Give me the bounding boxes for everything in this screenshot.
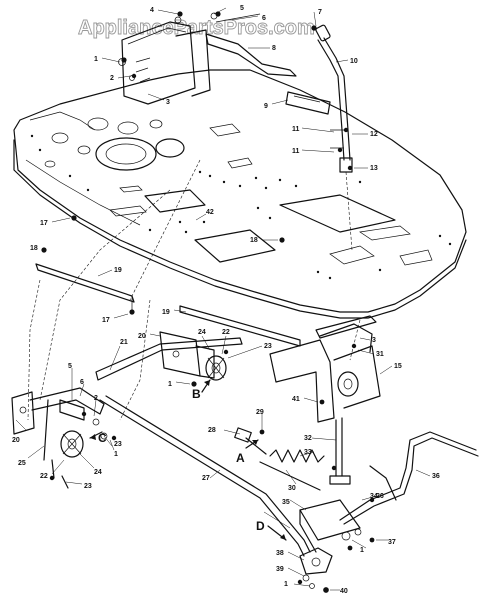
part-label-39: 39 — [276, 566, 284, 573]
part-label-26: 26 — [376, 493, 384, 500]
leader-lines — [15, 7, 431, 591]
part-label-23: 23 — [84, 483, 92, 490]
right-lift-rod — [339, 431, 479, 525]
callout-b: B — [192, 387, 201, 401]
callout-a: A — [236, 451, 245, 465]
part-label-22: 22 — [222, 329, 230, 336]
part-label-28: 28 — [208, 427, 216, 434]
adjust-knob-hardware — [299, 547, 333, 593]
callout-arrows — [89, 379, 287, 541]
part-label-6: 6 — [80, 379, 84, 386]
part-label-1: 1 — [168, 381, 172, 388]
part-label-22: 22 — [40, 473, 48, 480]
part-label-41: 41 — [292, 396, 300, 403]
routing-lines — [27, 159, 361, 421]
part-label-25: 25 — [18, 460, 26, 467]
part-label-18: 18 — [30, 245, 38, 252]
linkage-bar — [95, 337, 243, 381]
callout-d: D — [256, 519, 265, 533]
part-label-30: 30 — [288, 485, 296, 492]
part-label-19: 19 — [162, 309, 170, 316]
part-label-17: 17 — [40, 220, 48, 227]
part-label-33: 33 — [304, 449, 312, 456]
part-label-10: 10 — [350, 58, 358, 65]
part-label-20: 20 — [12, 437, 20, 444]
callout-c: C — [98, 431, 107, 445]
part-label-38: 38 — [276, 550, 284, 557]
vertical-rod — [329, 417, 351, 485]
part-label-5: 5 — [68, 363, 72, 370]
part-label-29: 29 — [256, 409, 264, 416]
part-label-15: 15 — [394, 363, 402, 370]
part-label-31: 31 — [376, 351, 384, 358]
right-bellcrank — [269, 315, 381, 423]
tension-spring — [234, 427, 325, 463]
part-label-13: 13 — [370, 165, 378, 172]
slotted-plate — [285, 91, 331, 115]
part-label-40: 40 — [340, 588, 348, 595]
part-label-21: 21 — [120, 339, 128, 346]
fastener-dots — [41, 11, 375, 593]
part-label-42: 42 — [206, 209, 214, 216]
part-label-19: 19 — [114, 267, 122, 274]
deck-plate — [13, 69, 467, 319]
watermark-text: AppliancePartsPros.com — [78, 17, 315, 39]
part-label-1: 1 — [94, 56, 98, 63]
part-label-23: 23 — [114, 441, 122, 448]
part-label-4: 4 — [150, 7, 154, 14]
part-label-8: 8 — [272, 45, 276, 52]
part-label-2: 2 — [94, 395, 98, 402]
part-label-24: 24 — [198, 329, 206, 336]
part-label-20: 20 — [138, 333, 146, 340]
part-label-1: 1 — [284, 581, 288, 588]
part-label-2: 2 — [110, 75, 114, 82]
part-label-12: 12 — [370, 131, 378, 138]
part-label-9: 9 — [264, 103, 268, 110]
part-label-5: 5 — [240, 5, 244, 12]
part-labels: 4 5 6 7 1 2 3 8 9 10 11 12 11 13 17 42 1… — [12, 5, 440, 595]
part-label-35: 35 — [282, 499, 290, 506]
part-label-34: 34 — [370, 493, 378, 500]
pivot-bracket-b — [159, 331, 215, 379]
slotted-plate-slot — [293, 95, 321, 103]
deck-hanger-right — [179, 305, 301, 347]
part-label-11: 11 — [292, 148, 300, 155]
lift-lever-rod — [315, 24, 353, 251]
left-pivot-bracket — [11, 387, 105, 461]
part-label-32: 32 — [304, 435, 312, 442]
pivot-hardware-c — [51, 399, 108, 489]
sprocket-b — [205, 355, 227, 381]
part-label-24: 24 — [94, 469, 102, 476]
sprocket-c — [60, 430, 84, 458]
part-label-3: 3 — [166, 99, 170, 106]
seat-hinge-bracket — [118, 12, 218, 105]
link-bracket-d — [299, 499, 362, 553]
part-label-23: 23 — [264, 343, 272, 350]
part-label-3: 3 — [372, 337, 376, 344]
part-label-37: 37 — [388, 539, 396, 546]
deck-hanger-left — [35, 263, 135, 303]
part-label-7: 7 — [318, 9, 322, 16]
part-label-1: 1 — [114, 451, 118, 458]
part-label-18: 18 — [250, 237, 258, 244]
part-label-27: 27 — [202, 475, 210, 482]
part-label-36: 36 — [432, 473, 440, 480]
part-label-17: 17 — [102, 317, 110, 324]
part-label-11: 11 — [292, 126, 300, 133]
part-label-6: 6 — [262, 15, 266, 22]
part-label-1: 1 — [360, 547, 364, 554]
seat-link-arm — [205, 13, 297, 77]
